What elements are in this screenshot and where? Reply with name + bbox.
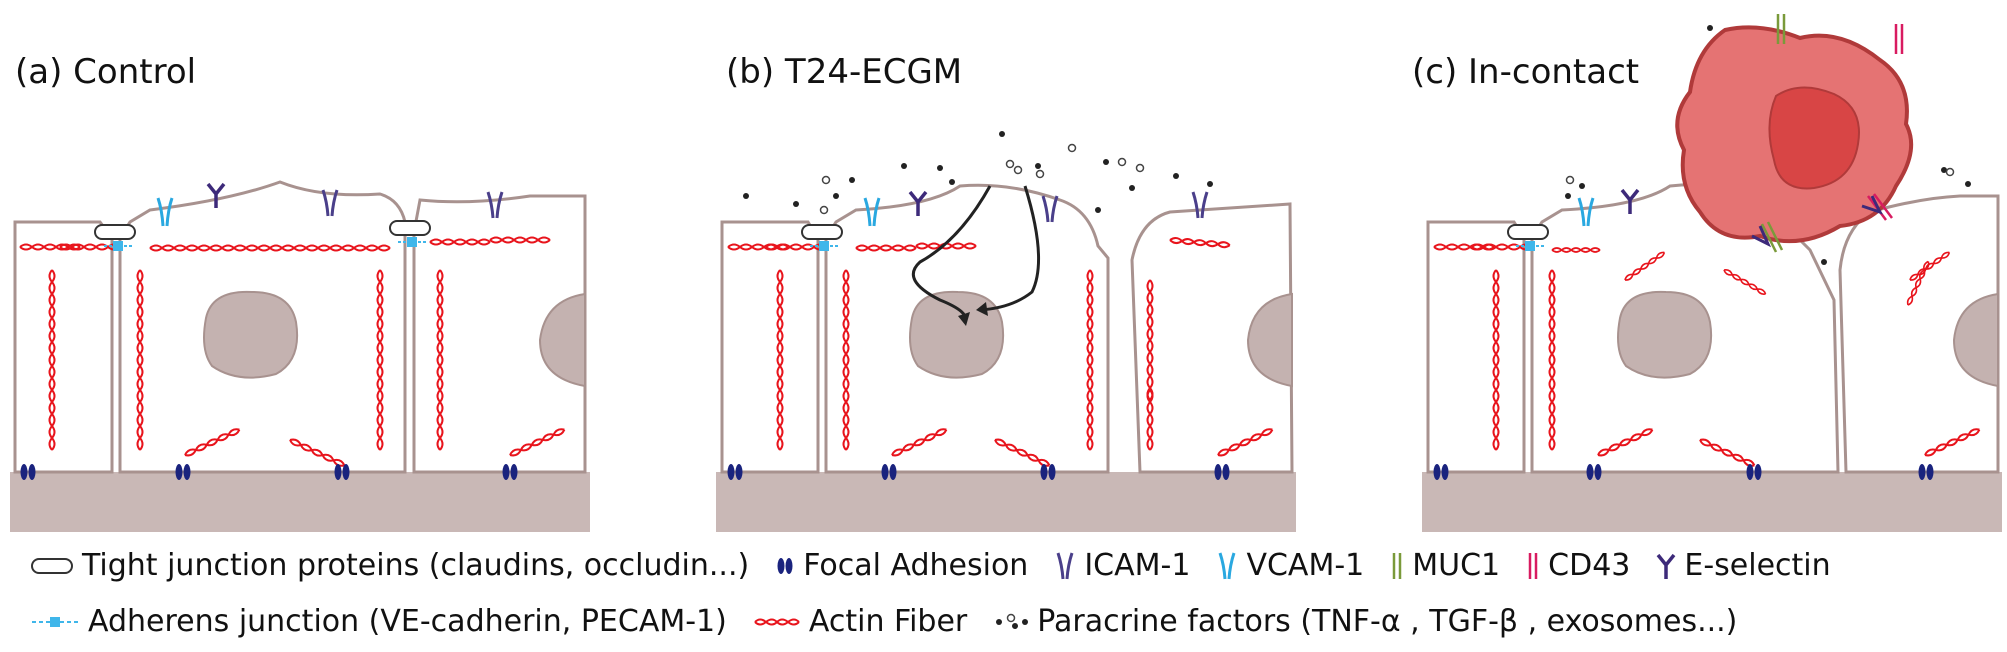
eselectin-icon (1657, 553, 1676, 579)
cell-a-left (13, 220, 114, 474)
nucleus-b-middle (909, 290, 1004, 379)
legend-muc1: MUC1 (1390, 548, 1500, 583)
legend-row-2: Adherens junction (VE-cadherin, PECAM-1)… (30, 604, 1763, 639)
tumor-nucleus (1768, 86, 1860, 190)
legend-paracrine: Paracrine factors (TNF-α , TGF-β , exoso… (993, 604, 1737, 639)
focal-adhesion-icon (777, 557, 793, 574)
actin-fiber-icon (754, 618, 800, 625)
substrate-c (1422, 472, 2002, 532)
adherens-junction-icon (32, 616, 78, 627)
legend-icam: ICAM-1 (1054, 548, 1190, 583)
nucleus-b-right (1246, 292, 1293, 388)
nucleus-c-middle (1617, 290, 1712, 379)
substrate-a (10, 472, 590, 532)
nucleus-a-middle (203, 290, 298, 379)
nucleus-c-right (1952, 292, 1999, 388)
panel-b-t24-ecgm (716, 131, 1296, 532)
paracrine-dots-b (743, 131, 1213, 213)
legend-cd43: CD43 (1526, 548, 1630, 583)
legend-tight-junction: Tight junction proteins (claudins, occlu… (30, 548, 749, 583)
cell-b-right (1130, 202, 1294, 474)
legend-adherens: Adherens junction (VE-cadherin, PECAM-1) (30, 604, 727, 639)
cd43-icon (1528, 552, 1538, 579)
paracrine-factors-icon (996, 613, 1029, 629)
nucleus-a-right (538, 292, 586, 388)
panel-title-b: (b) T24-ECGM (726, 52, 963, 92)
panel-a-control (10, 180, 590, 532)
vcam-icon (1219, 552, 1236, 579)
substrate-b (716, 472, 1296, 532)
cell-c-left (1426, 220, 1526, 474)
panel-c-in-contact (1422, 14, 2002, 532)
panel-title-a: (a) Control (15, 52, 197, 92)
legend-actin: Actin Fiber (753, 604, 967, 639)
muc1-icon (1393, 552, 1402, 579)
tight-junction-icon (31, 557, 73, 574)
cell-b-left (720, 220, 820, 474)
paracrine-arrow-2 (979, 185, 1040, 312)
legend-eselectin: E-selectin (1656, 548, 1831, 583)
muc1-marker (1776, 14, 1786, 44)
contact-receptors (1751, 193, 1893, 253)
legend-vcam: VCAM-1 (1216, 548, 1364, 583)
cd43-marker (1894, 24, 1904, 54)
legend-row-1: Tight junction proteins (claudins, occlu… (30, 548, 1857, 583)
icam-icon (1056, 552, 1074, 579)
cell-a-right (412, 194, 587, 474)
paracrine-arrow-1 (911, 185, 992, 323)
panel-title-c: (c) In-contact (1412, 52, 1640, 92)
legend-focal-adhesion: Focal Adhesion (775, 548, 1028, 583)
